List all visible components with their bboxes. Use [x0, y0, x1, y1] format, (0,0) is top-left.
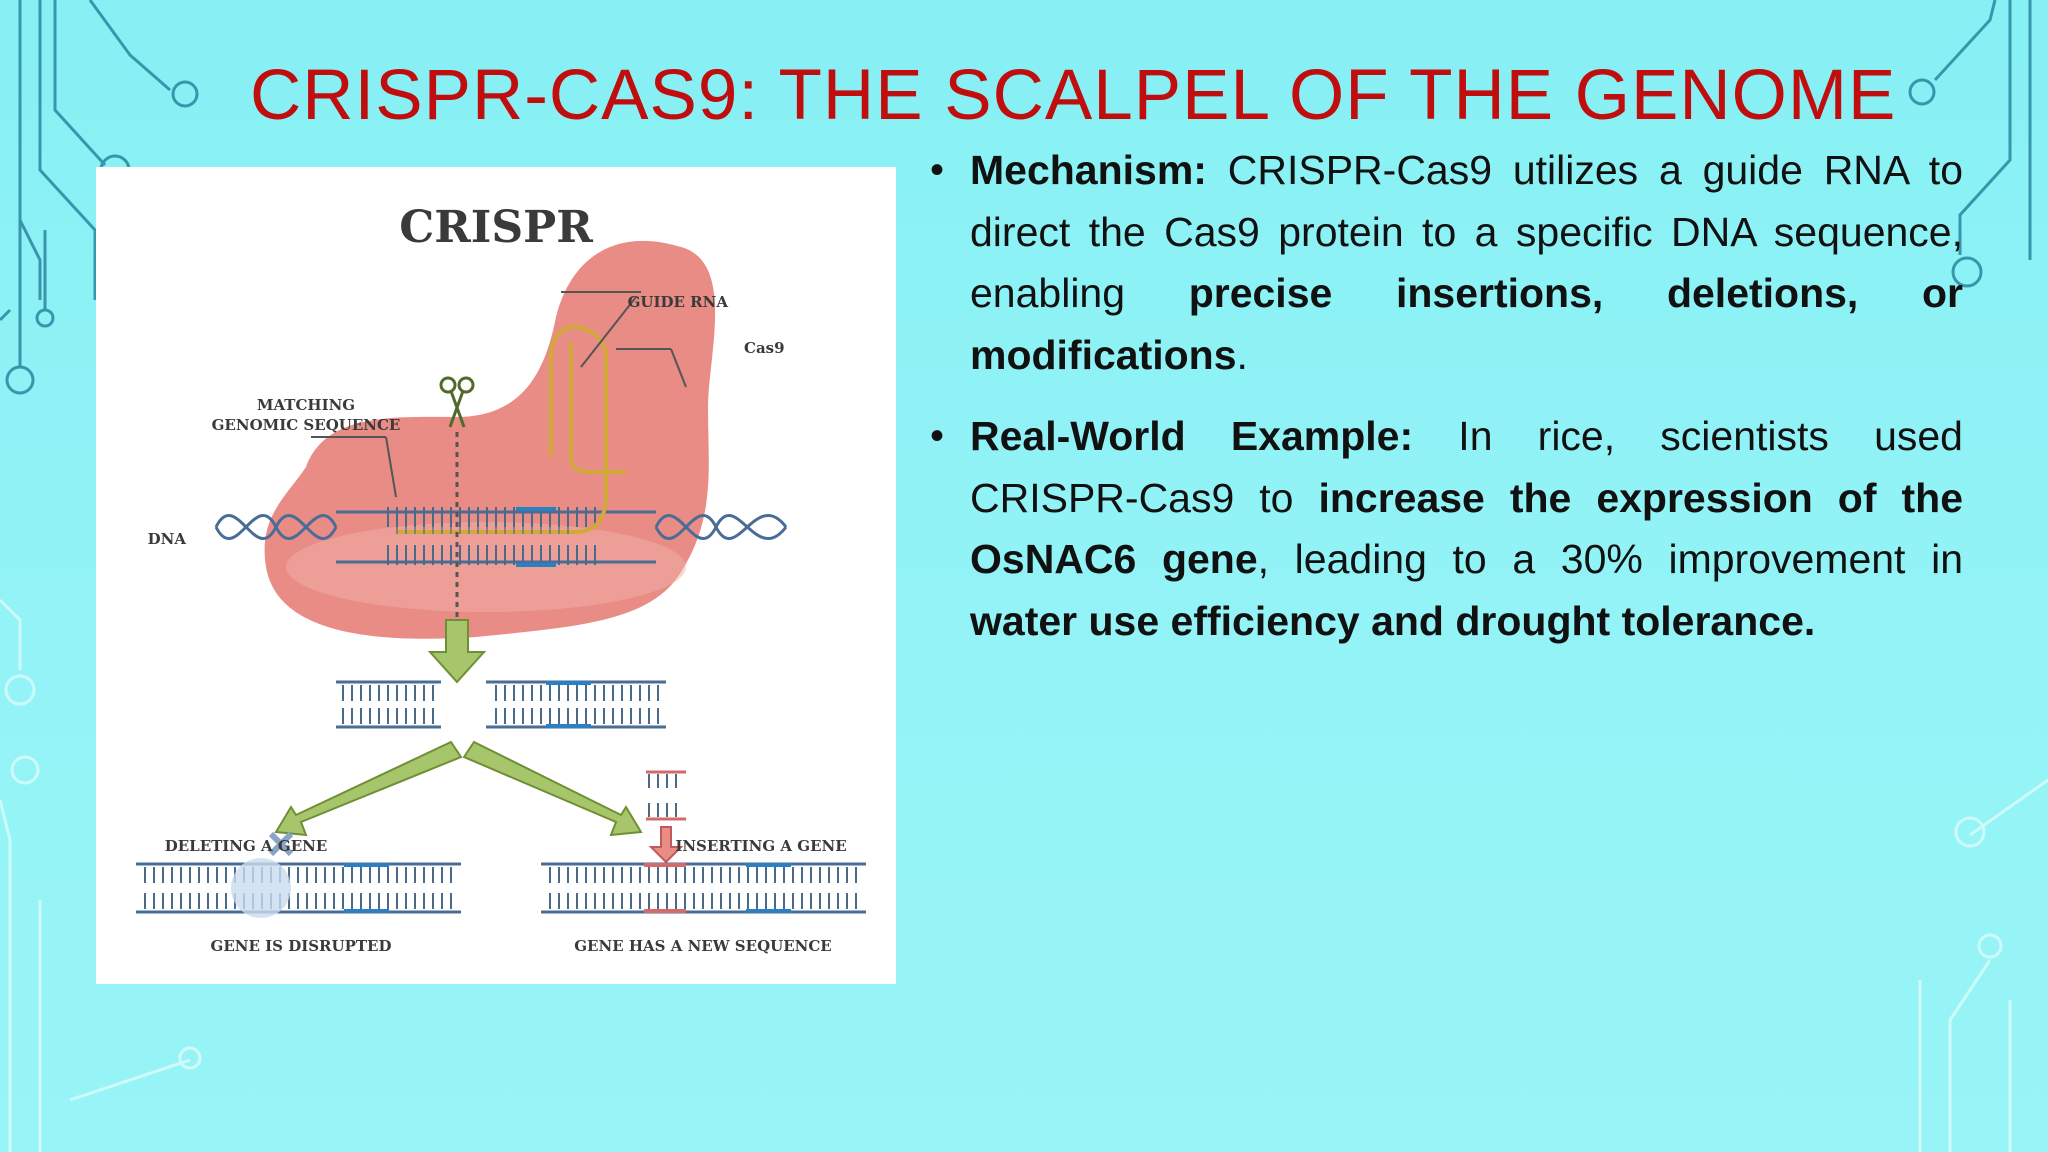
- label-guide-rna: GUIDE RNA: [628, 293, 729, 311]
- label-deleting: DELETING A GENE: [165, 837, 328, 855]
- bullet-span: CRISPR-Cas9 utilizes a guide RNA to dire…: [970, 147, 1963, 316]
- cut-dna: [336, 680, 666, 729]
- bullet-text: Mechanism: CRISPR-Cas9 utilizes a guide …: [970, 140, 1963, 386]
- right-arrow-icon: [462, 740, 643, 837]
- label-gene-disrupted: GENE IS DISRUPTED: [211, 937, 392, 955]
- label-gene-new-sequence: GENE HAS A NEW SEQUENCE: [574, 937, 831, 955]
- bottom-dna-right: [541, 862, 866, 914]
- insert-piece: [646, 770, 686, 864]
- bullet-mechanism: • Mechanism: CRISPR-Cas9 utilizes a guid…: [930, 140, 1963, 386]
- crispr-figure: CRISPR: [96, 167, 896, 984]
- bullet-span: In rice, scientists used CRISPR-Cas9 to: [970, 413, 1963, 521]
- slide-title: CRISPR-CAS9: THE SCALPEL OF THE GENOME: [250, 56, 1897, 135]
- bottom-dna-left: [136, 858, 461, 918]
- label-genomic-sequence: GENOMIC SEQUENCE: [212, 416, 401, 434]
- bullet-label: Real-World Example:: [970, 413, 1414, 459]
- bullet-span: , leading to a 30% improvement in: [1257, 536, 1963, 582]
- bullet-bold: water use efficiency and drought toleran…: [970, 597, 1816, 644]
- guide-rna: [396, 324, 626, 534]
- scissors-icon: [439, 376, 475, 617]
- label-dna: DNA: [148, 530, 187, 548]
- left-arrow-icon: [274, 740, 463, 837]
- label-inserting: INSERTING A GENE: [675, 837, 846, 855]
- bullet-text: Real-World Example: In rice, scientists …: [970, 406, 1963, 652]
- bullet-bold: increase the expression of the OsNAC6 ge…: [970, 474, 1963, 583]
- bullet-list: • Mechanism: CRISPR-Cas9 utilizes a guid…: [930, 140, 1963, 672]
- figure-heading: CRISPR: [399, 202, 593, 253]
- delete-x-icon: [268, 831, 294, 857]
- bullet-bold: precise insertions, deletions, or modifi…: [970, 270, 1963, 378]
- label-cas9: Cas9: [744, 339, 785, 357]
- crispr-diagram: CRISPR: [136, 202, 866, 955]
- bullet-dot: •: [930, 148, 945, 192]
- bullet-real-world-example: • Real-World Example: In rice, scientist…: [930, 406, 1963, 652]
- bullet-span: .: [1236, 331, 1248, 378]
- label-matching: MATCHING: [257, 396, 355, 414]
- bullet-dot: •: [930, 414, 945, 458]
- bullet-label: Mechanism:: [970, 147, 1207, 193]
- down-arrow-icon: [427, 619, 487, 684]
